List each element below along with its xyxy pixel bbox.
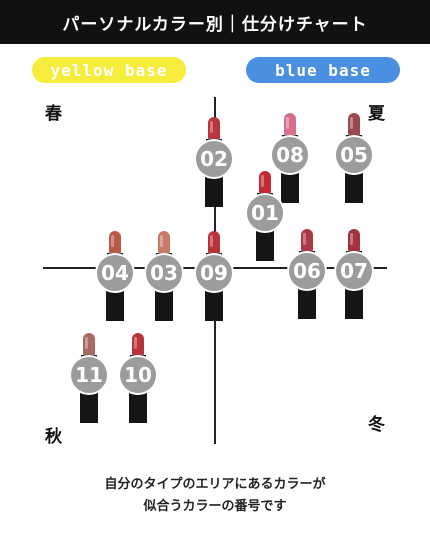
lipstick-case <box>155 287 173 321</box>
lipstick-case <box>345 169 363 203</box>
lipstick-case <box>205 173 223 207</box>
page-title: パーソナルカラー別｜仕分けチャート <box>0 0 430 44</box>
lipstick-case <box>129 389 147 423</box>
footer-caption: 自分のタイプのエリアにあるカラーが 似合うカラーの番号です <box>0 474 430 518</box>
footer-line-1: 自分のタイプのエリアにあるカラーが <box>104 477 326 492</box>
lipstick-tip <box>208 117 220 139</box>
lipstick-case <box>205 287 223 321</box>
lipstick-case <box>298 285 316 319</box>
lipstick-tip <box>83 333 95 355</box>
lipstick-10: 10 <box>116 333 162 425</box>
blue-base-label: blue base <box>246 57 400 83</box>
lipstick-number-badge: 05 <box>334 135 374 175</box>
lipstick-number-badge: 07 <box>334 251 374 291</box>
lipstick-04: 04 <box>93 231 139 323</box>
lipstick-case <box>256 227 274 261</box>
lipstick-number-badge: 11 <box>69 355 109 395</box>
season-winter: 冬 <box>368 415 385 435</box>
lipstick-number-badge: 01 <box>245 193 285 233</box>
lipstick-number-badge: 02 <box>194 139 234 179</box>
lipstick-number-badge: 04 <box>95 253 135 293</box>
lipstick-tip <box>348 229 360 251</box>
lipstick-tip <box>301 229 313 251</box>
lipstick-07: 07 <box>332 229 378 321</box>
lipstick-number-badge: 08 <box>270 135 310 175</box>
lipstick-tip <box>158 231 170 253</box>
lipstick-01: 01 <box>243 171 289 263</box>
lipstick-tip <box>208 231 220 253</box>
lipstick-03: 03 <box>142 231 188 323</box>
lipstick-tip <box>348 113 360 135</box>
season-autumn: 秋 <box>45 427 62 447</box>
lipstick-number-badge: 03 <box>144 253 184 293</box>
lipstick-tip <box>284 113 296 135</box>
lipstick-tip <box>132 333 144 355</box>
season-summer: 夏 <box>368 104 385 124</box>
yellow-base-label: yellow base <box>32 57 186 83</box>
lipstick-09: 09 <box>192 231 238 323</box>
lipstick-06: 06 <box>285 229 331 321</box>
footer-line-2: 似合うカラーの番号です <box>143 499 287 514</box>
lipstick-11: 11 <box>67 333 113 425</box>
lipstick-05: 05 <box>332 113 378 205</box>
lipstick-number-badge: 06 <box>287 251 327 291</box>
lipstick-case <box>80 389 98 423</box>
lipstick-tip <box>109 231 121 253</box>
lipstick-02: 02 <box>192 117 238 209</box>
lipstick-number-badge: 10 <box>118 355 158 395</box>
lipstick-case <box>281 169 299 203</box>
lipstick-case <box>345 285 363 319</box>
lipstick-tip <box>259 171 271 193</box>
lipstick-08: 08 <box>268 113 314 205</box>
lipstick-number-badge: 09 <box>194 253 234 293</box>
lipstick-case <box>106 287 124 321</box>
season-spring: 春 <box>45 104 62 124</box>
